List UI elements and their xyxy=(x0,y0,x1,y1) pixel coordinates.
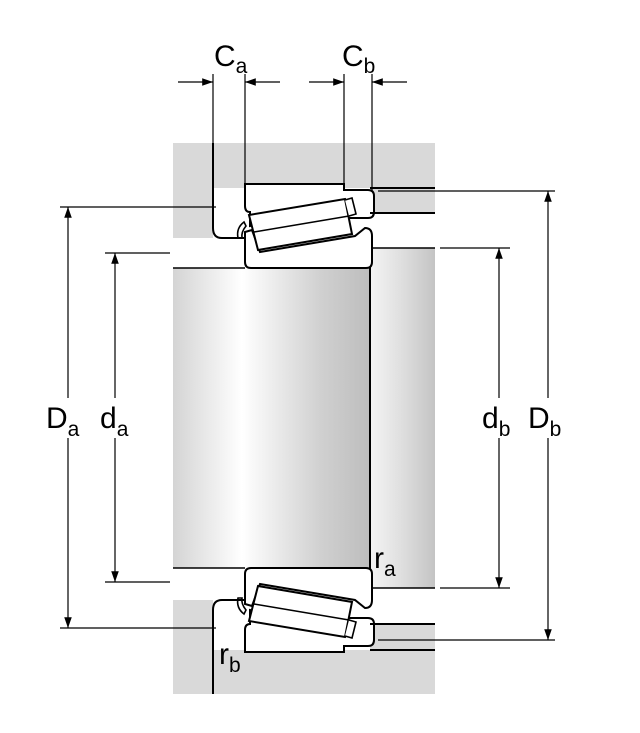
label-da-outer: Da xyxy=(46,402,80,441)
label-db-inner: db xyxy=(482,402,510,441)
inner-ring-top xyxy=(244,226,373,269)
inner-ring-bottom xyxy=(244,567,373,610)
label-da-inner: da xyxy=(100,402,129,441)
bearing-bottom xyxy=(236,567,375,653)
label-rb: rb xyxy=(219,638,241,677)
housing-contours xyxy=(212,143,435,694)
bearing-top xyxy=(236,183,375,269)
label-cb: Cb xyxy=(342,40,375,78)
cage-top xyxy=(236,220,247,239)
label-ca: Ca xyxy=(214,40,248,78)
housing-top xyxy=(173,143,435,238)
extension-lines xyxy=(60,74,555,641)
shaft xyxy=(173,247,435,589)
housing-bottom xyxy=(173,600,435,694)
dimension-arrows xyxy=(64,78,552,640)
label-ra: ra xyxy=(374,542,396,581)
label-db-outer: Db xyxy=(528,402,561,441)
